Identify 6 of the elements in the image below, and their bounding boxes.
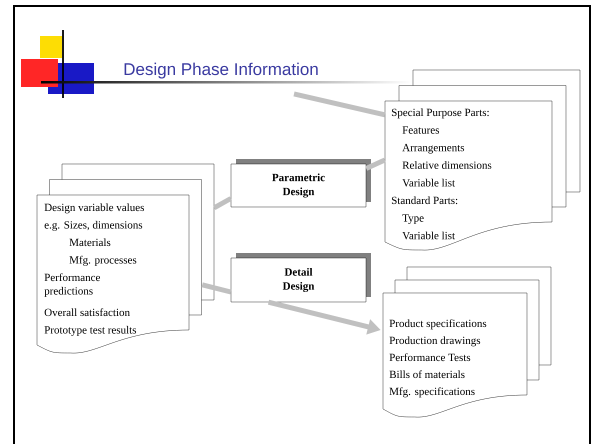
- process-box: Detail Design: [230, 253, 371, 302]
- connector-line: [212, 196, 232, 210]
- connector-line: [365, 158, 386, 171]
- process-box: Parametric Design: [230, 159, 371, 208]
- connector-line: [293, 92, 386, 118]
- slide-title: Design Phase Information: [124, 62, 318, 79]
